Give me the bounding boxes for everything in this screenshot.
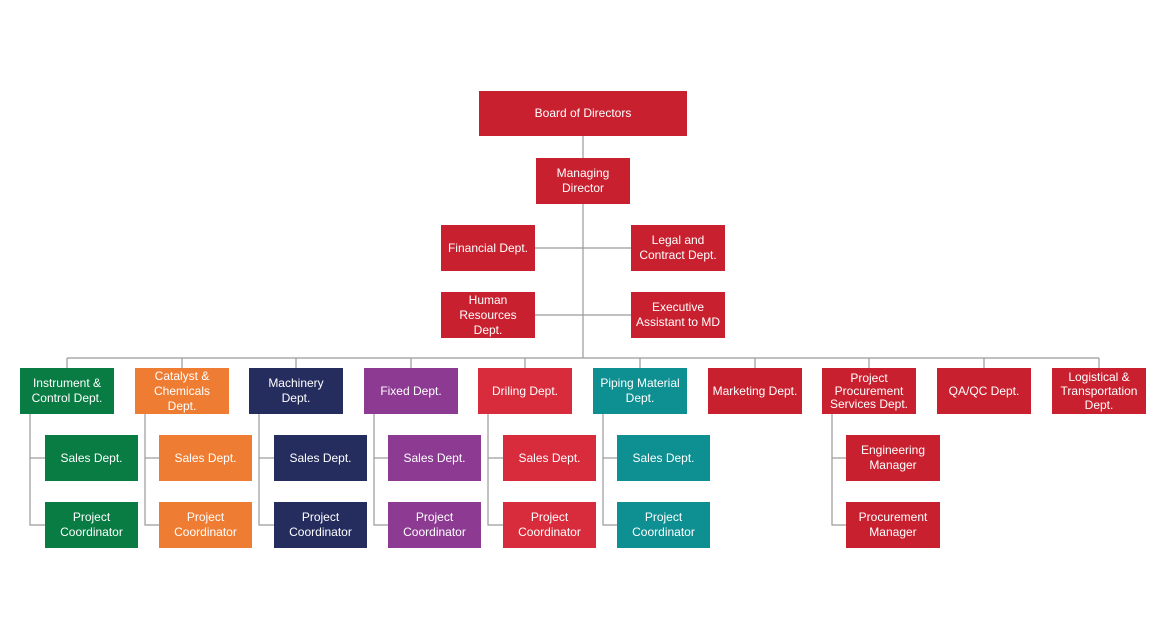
dept-label: Machinery Dept. <box>268 376 324 405</box>
sub-label: Project Coordinator <box>403 510 466 539</box>
dept-label: Marketing Dept. <box>712 383 798 398</box>
dept-label: QA/QC Dept. <box>948 383 1020 398</box>
sub-label: Project Coordinator <box>174 510 237 539</box>
sub-label: Procurement Manager <box>858 510 928 539</box>
driling-sales-dept[interactable]: Sales Dept. <box>503 435 596 481</box>
sub-label: Sales Dept. <box>403 450 466 465</box>
sub-label: Sales Dept. <box>632 450 695 465</box>
machinery-sales-dept[interactable]: Sales Dept. <box>274 435 367 481</box>
financial-dept-box[interactable]: Financial Dept. <box>441 225 535 271</box>
executive-assistant-box[interactable]: Executive Assistant to MD <box>631 292 725 338</box>
sub-label: Project Coordinator <box>60 510 123 539</box>
sub-label: Project Coordinator <box>289 510 352 539</box>
instrument-sales-dept[interactable]: Sales Dept. <box>45 435 138 481</box>
dept-piping-material[interactable]: Piping Material Dept. <box>593 368 687 414</box>
sub-label: Sales Dept. <box>174 450 237 465</box>
board-of-directors-label: Board of Directors <box>534 106 632 120</box>
legal-contract-dept-box[interactable]: Legal and Contract Dept. <box>631 225 725 271</box>
piping-project-coordinator[interactable]: Project Coordinator <box>617 502 710 548</box>
dept-machinery[interactable]: Machinery Dept. <box>249 368 343 414</box>
human-resources-dept-label: Human Resources Dept. <box>459 292 517 337</box>
machinery-project-coordinator[interactable]: Project Coordinator <box>274 502 367 548</box>
catalyst-sales-dept[interactable]: Sales Dept. <box>159 435 252 481</box>
managing-director-box[interactable]: Managing Director <box>536 158 630 204</box>
human-resources-dept-box[interactable]: Human Resources Dept. <box>441 292 535 338</box>
board-of-directors-box[interactable]: Board of Directors <box>479 91 687 136</box>
dept-catalyst-chemicals[interactable]: Catalyst & Chemicals Dept. <box>135 368 229 414</box>
financial-dept-label: Financial Dept. <box>447 240 529 255</box>
catalyst-project-coordinator[interactable]: Project Coordinator <box>159 502 252 548</box>
managing-director-label: Managing Director <box>556 166 610 195</box>
sub-label: Sales Dept. <box>518 450 581 465</box>
dept-qa-qc[interactable]: QA/QC Dept. <box>937 368 1031 414</box>
sub-label: Engineering Manager <box>860 443 926 472</box>
dept-driling[interactable]: Driling Dept. <box>478 368 572 414</box>
dept-project-procurement-services[interactable]: Project Procurement Services Dept. <box>822 368 916 414</box>
dept-instrument-control[interactable]: Instrument & Control Dept. <box>20 368 114 414</box>
sub-label: Sales Dept. <box>289 450 352 465</box>
piping-sales-dept[interactable]: Sales Dept. <box>617 435 710 481</box>
instrument-project-coordinator[interactable]: Project Coordinator <box>45 502 138 548</box>
executive-assistant-label: Executive Assistant to MD <box>635 300 721 329</box>
procurement-manager[interactable]: Procurement Manager <box>846 502 940 548</box>
dept-label: Logistical & Transportation Dept. <box>1060 370 1138 412</box>
engineering-manager[interactable]: Engineering Manager <box>846 435 940 481</box>
sub-label: Project Coordinator <box>518 510 581 539</box>
dept-label: Project Procurement Services Dept. <box>829 370 909 411</box>
dept-label: Instrument & Control Dept. <box>31 376 103 405</box>
dept-fixed[interactable]: Fixed Dept. <box>364 368 458 414</box>
sub-label: Sales Dept. <box>60 450 123 465</box>
sub-label: Project Coordinator <box>632 510 695 539</box>
driling-project-coordinator[interactable]: Project Coordinator <box>503 502 596 548</box>
dept-marketing[interactable]: Marketing Dept. <box>708 368 802 414</box>
dept-logistical-transportation[interactable]: Logistical & Transportation Dept. <box>1052 368 1146 414</box>
legal-contract-dept-label: Legal and Contract Dept. <box>639 233 717 262</box>
fixed-sales-dept[interactable]: Sales Dept. <box>388 435 481 481</box>
dept-label: Piping Material Dept. <box>600 376 680 405</box>
fixed-project-coordinator[interactable]: Project Coordinator <box>388 502 481 548</box>
dept-label: Driling Dept. <box>491 383 559 398</box>
dept-label: Fixed Dept. <box>380 383 442 398</box>
dept-label: Catalyst & Chemicals Dept. <box>153 368 210 413</box>
